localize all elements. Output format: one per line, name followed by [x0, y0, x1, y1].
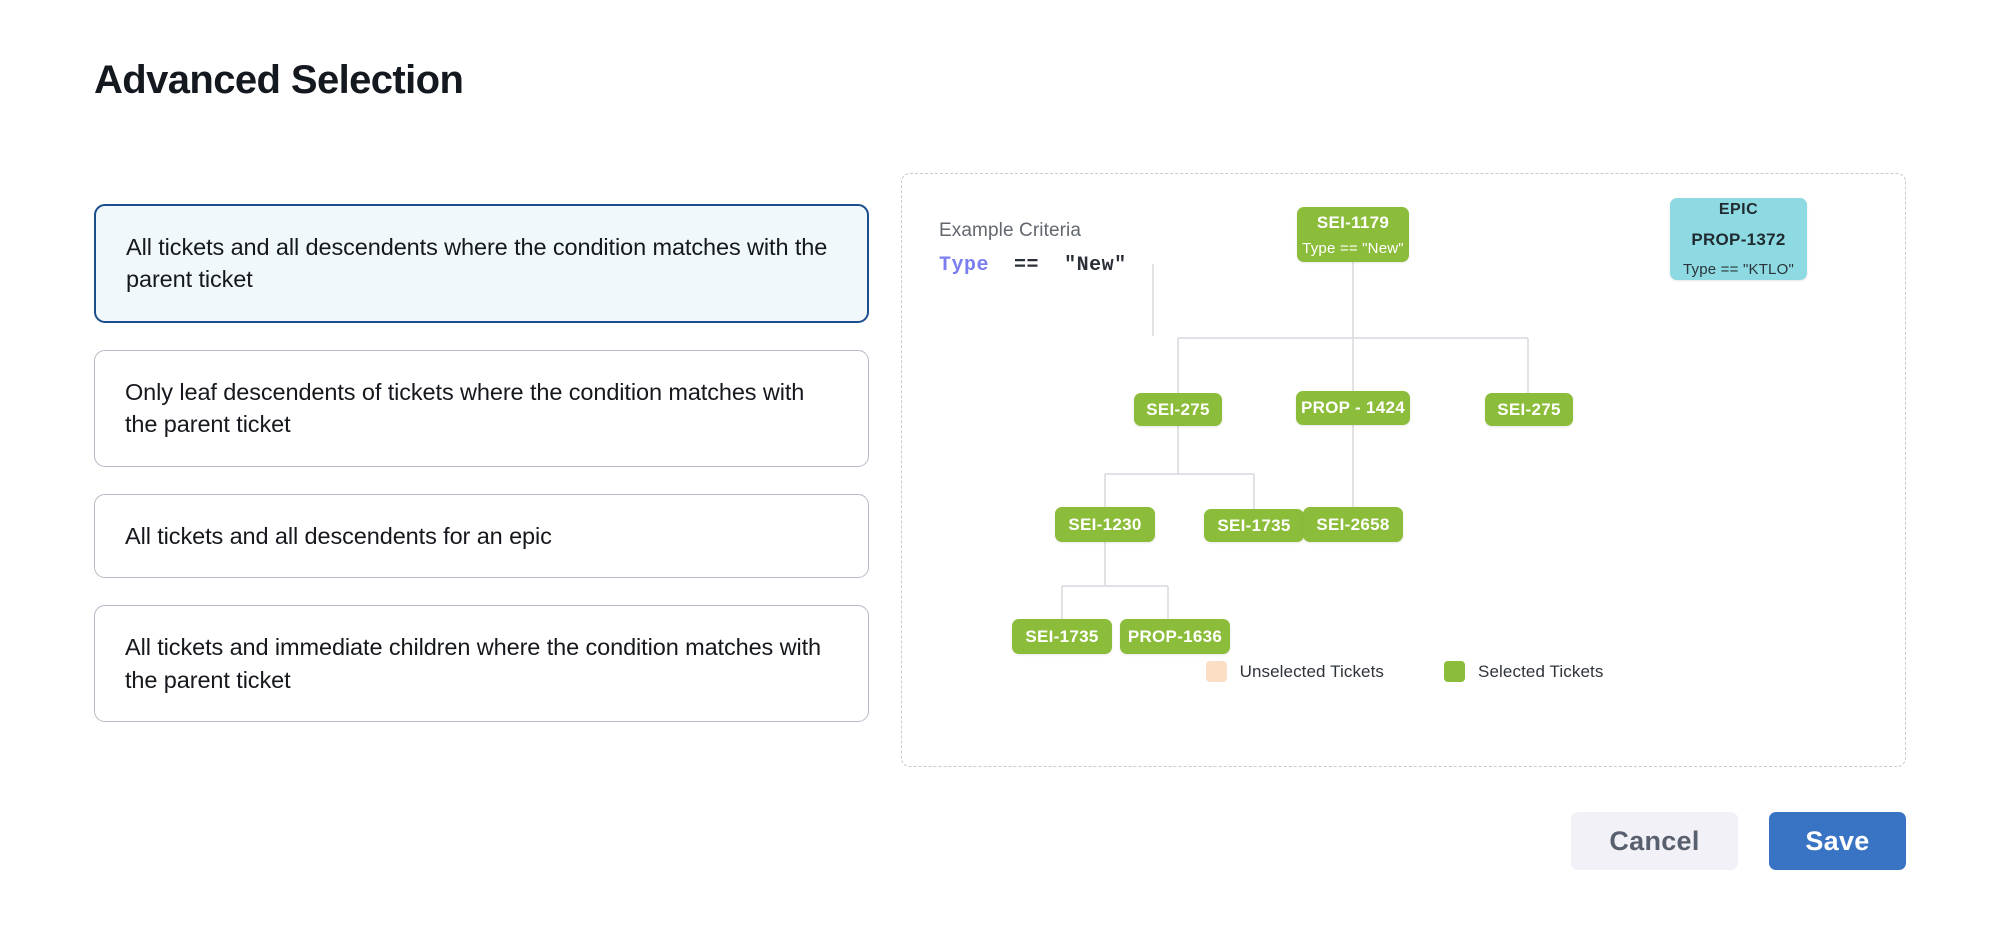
node-id: SEI-1735	[1217, 515, 1291, 535]
tree-node-sei-1179[interactable]: SEI-1179 Type == "New"	[1297, 207, 1409, 262]
tree-edges	[1061, 258, 1529, 619]
criteria-expression: Type == "New"	[939, 254, 1127, 277]
tree-node-sei-1735-leaf[interactable]: SEI-1735	[1012, 619, 1112, 654]
node-id: SEI-275	[1146, 399, 1210, 419]
tree-node-prop-1424[interactable]: PROP - 1424	[1296, 391, 1410, 425]
diagram-legend: Unselected Tickets Selected Tickets	[902, 661, 1907, 682]
criteria-key: Type	[939, 254, 990, 277]
node-id: PROP - 1424	[1300, 398, 1406, 417]
node-kind: EPIC	[1718, 200, 1759, 218]
unselected-swatch-icon	[1205, 661, 1227, 682]
tree-connector-lines	[1152, 264, 1154, 336]
option-card-all-descendents[interactable]: All tickets and all descendents where th…	[94, 204, 869, 323]
node-id: PROP-1372	[1691, 229, 1786, 249]
option-label: Only leaf descendents of tickets where t…	[125, 378, 805, 438]
node-id: SEI-275	[1497, 399, 1561, 419]
option-label: All tickets and immediate children where…	[125, 634, 822, 693]
ticket-tree: SEI-1179 Type == "New" EPIC PROP-1372 Ty…	[902, 174, 1907, 768]
save-button[interactable]: Save	[1769, 812, 1906, 870]
tree-node-epic-prop-1372[interactable]: EPIC PROP-1372 Type == "KTLO"	[1670, 198, 1807, 280]
dialog-footer: Cancel Save	[0, 812, 1906, 870]
node-id: SEI-1735	[1025, 626, 1099, 646]
node-id: PROP-1636	[1127, 626, 1223, 646]
option-label: All tickets and all descendents where th…	[126, 234, 828, 293]
node-condition: Type == "New"	[1302, 239, 1404, 257]
criteria-operator: ==	[1014, 254, 1040, 277]
node-id: SEI-1230	[1068, 514, 1142, 534]
criteria-value: "New"	[1064, 254, 1127, 277]
tree-node-prop-1636[interactable]: PROP-1636	[1120, 619, 1230, 654]
node-condition: Type == "KTLO"	[1682, 260, 1794, 278]
legend-label: Unselected Tickets	[1239, 661, 1385, 681]
option-card-epic-descendents[interactable]: All tickets and all descendents for an e…	[94, 493, 869, 579]
legend-item-unselected: Unselected Tickets	[1205, 661, 1385, 682]
option-label: All tickets and all descendents for an e…	[125, 522, 552, 549]
node-id: SEI-2658	[1316, 514, 1390, 534]
page-title: Advanced Selection	[94, 58, 464, 102]
selected-swatch-icon	[1444, 661, 1466, 682]
criteria-label: Example Criteria	[939, 220, 1082, 241]
tree-node-sei-2658[interactable]: SEI-2658	[1303, 507, 1403, 542]
node-id: SEI-1179	[1316, 212, 1390, 232]
cancel-button[interactable]: Cancel	[1571, 812, 1738, 870]
selection-options-list: All tickets and all descendents where th…	[94, 204, 869, 722]
option-card-immediate-children[interactable]: All tickets and immediate children where…	[94, 605, 869, 722]
tree-node-sei-275-left[interactable]: SEI-275	[1134, 393, 1222, 426]
legend-item-selected: Selected Tickets	[1444, 661, 1603, 682]
tree-node-sei-275-right[interactable]: SEI-275	[1485, 393, 1573, 426]
option-card-leaf-descendents[interactable]: Only leaf descendents of tickets where t…	[94, 349, 869, 467]
example-diagram-panel: Example Criteria Type == "New"	[901, 173, 1906, 767]
tree-node-sei-1230[interactable]: SEI-1230	[1055, 507, 1155, 542]
tree-node-sei-1735-mid[interactable]: SEI-1735	[1204, 509, 1304, 542]
legend-label: Selected Tickets	[1478, 661, 1604, 681]
